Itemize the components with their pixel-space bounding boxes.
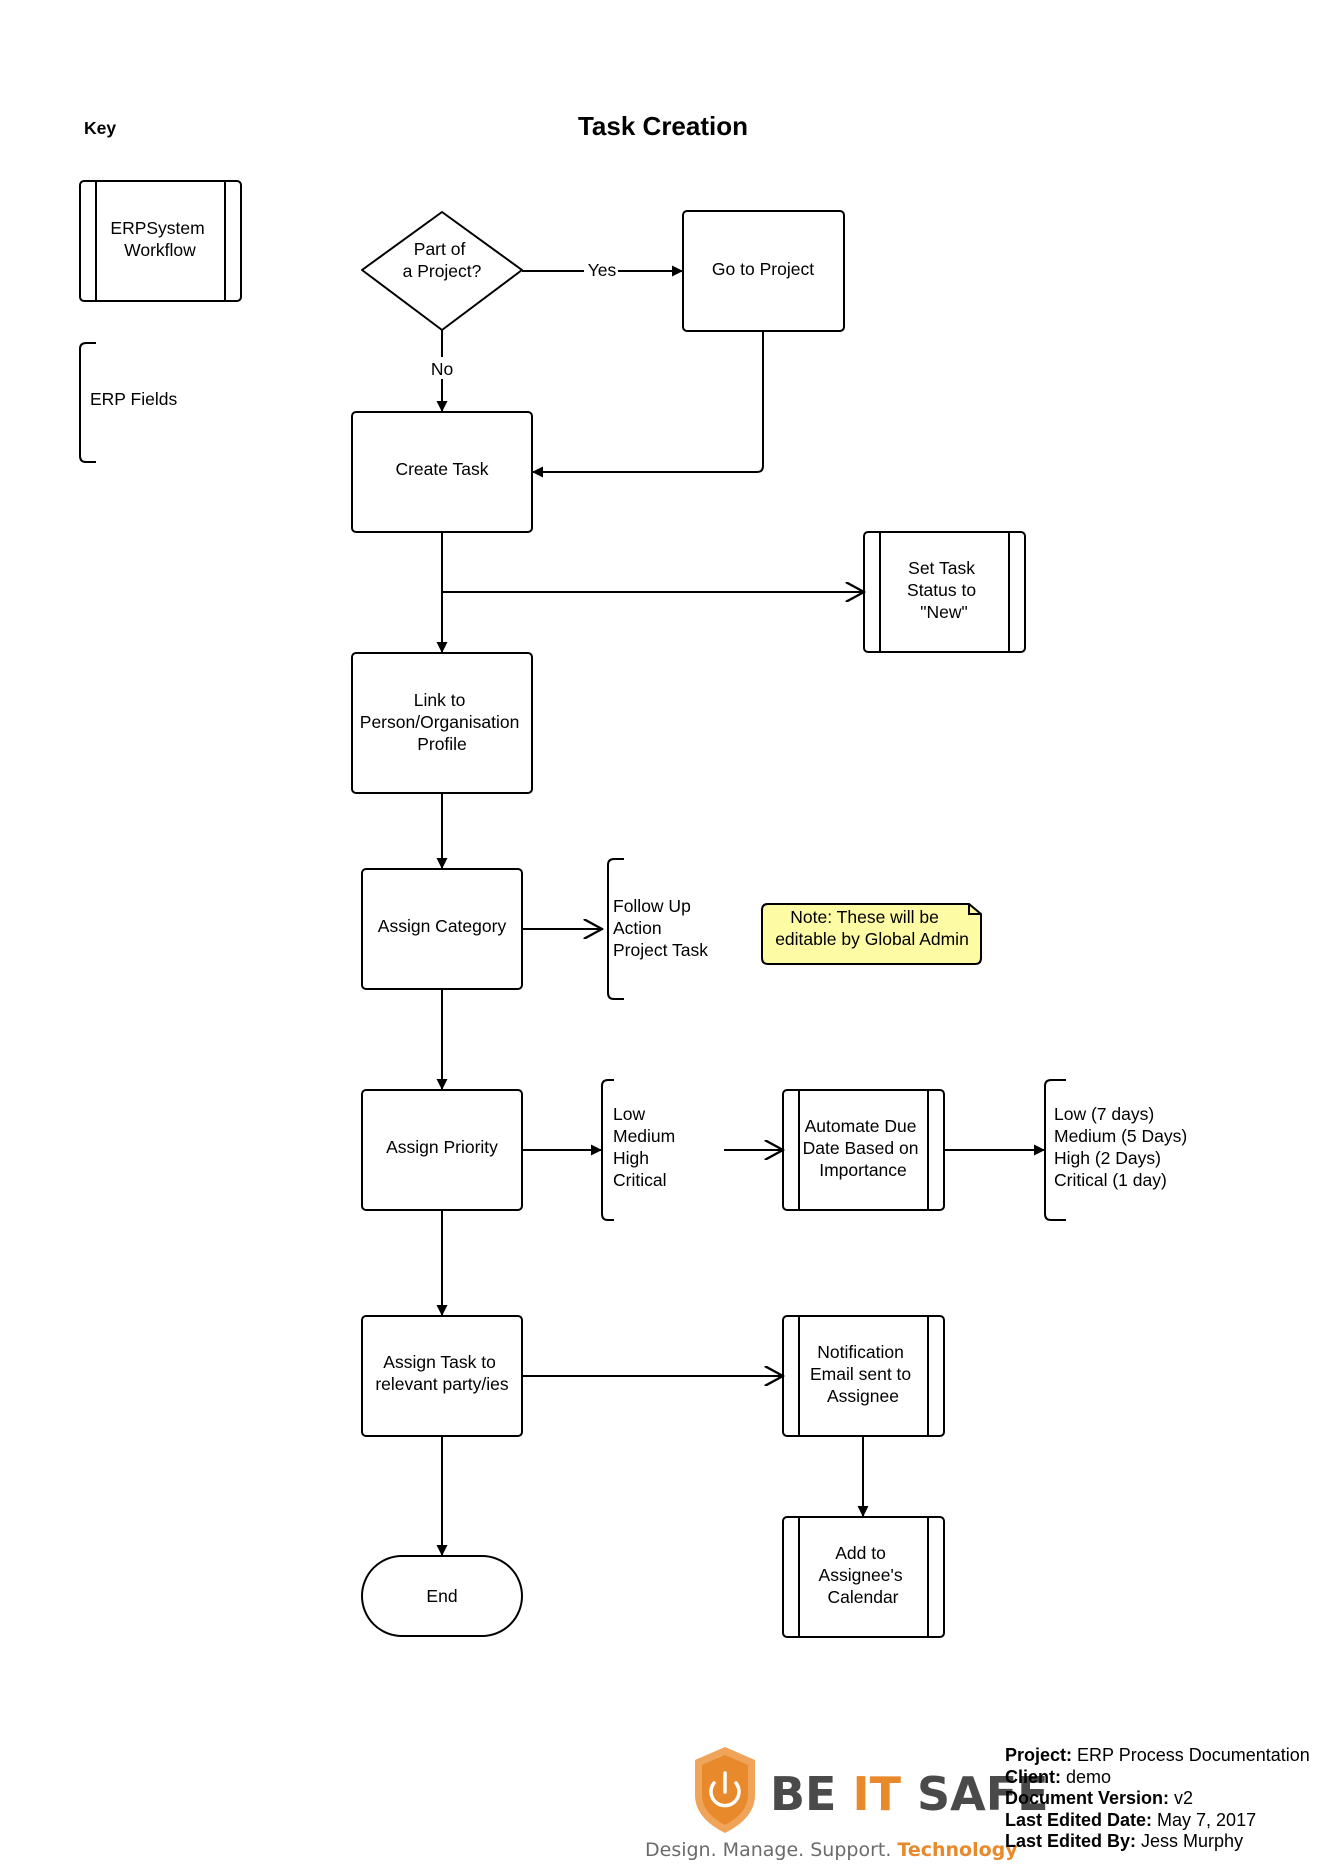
- svg-text:Automate Due Date Based: Automate Due Date Based on Importance: [803, 1116, 924, 1180]
- info-version: Document Version: v2: [1005, 1788, 1194, 1808]
- terminal-end: End: [361, 1555, 523, 1637]
- key-heading: Key: [84, 118, 116, 138]
- fields-priority: Low Medium High Critical: [601, 1079, 680, 1221]
- edge-no-label: No: [431, 359, 453, 379]
- svg-text:Assign Priority: Assign Priority: [386, 1137, 498, 1157]
- svg-text:Go to Project: Go to Project: [712, 259, 814, 279]
- edge-project-to-create: [532, 331, 764, 478]
- svg-text:Assign Category: Assign Category: [378, 916, 507, 936]
- company-logo: BE IT SAFE Design. Manage. Support. Tech…: [645, 1747, 1049, 1861]
- svg-text:Assign Task to relevant: Assign Task to relevant party/ies: [375, 1352, 509, 1394]
- key-fields-shape: ERP Fields: [79, 342, 177, 463]
- edge-yes-bg: [584, 258, 618, 280]
- info-project: Project: ERP Process Documentation: [1005, 1745, 1310, 1765]
- process-go-to-project: Go to Project: [682, 210, 845, 332]
- svg-text:Notification Email sent: Notification Email sent to Assignee: [810, 1342, 916, 1406]
- process-assign-priority: Assign Priority: [361, 1089, 523, 1211]
- svg-text:Create Task: Create Task: [395, 459, 488, 479]
- process-assign-category: Assign Category: [361, 868, 523, 990]
- workflow-notification-email: Notification Email sent to Assignee: [782, 1315, 945, 1437]
- svg-text:Follow Up Action P: Follow Up Action Project Task: [613, 896, 708, 960]
- svg-text:End: End: [426, 1586, 457, 1606]
- workflow-set-task-status: Set Task Status to "New": [863, 531, 1026, 653]
- svg-text:Link to Person/Organisat: Link to Person/Organisation Profile: [360, 690, 524, 754]
- process-assign-task: Assign Task to relevant party/ies: [361, 1315, 523, 1437]
- edge-no-bg: [428, 357, 456, 379]
- svg-text:Add to Assignee's: Add to Assignee's Calendar: [819, 1543, 908, 1607]
- svg-text:Low (7 days) Medium (5: Low (7 days) Medium (5 Days) High (2 Day…: [1054, 1104, 1192, 1190]
- workflow-add-to-calendar: Add to Assignee's Calendar: [782, 1516, 945, 1638]
- edge-yes-label: Yes: [588, 260, 617, 280]
- svg-text:Part of a Project?: Part of a Project?: [403, 239, 482, 281]
- info-date: Last Edited Date: May 7, 2017: [1005, 1809, 1257, 1830]
- process-create-task: Create Task: [351, 411, 533, 533]
- svg-text:Note: These will be edit: Note: These will be editable by Global A…: [775, 907, 969, 949]
- svg-text:Low Medium High: Low Medium High Critical: [613, 1104, 680, 1190]
- process-link-profile: Link to Person/Organisation Profile: [351, 652, 533, 794]
- svg-text:Set Task Status to: Set Task Status to "New": [907, 558, 981, 622]
- key-workflow-label: ERPSystem Workflow: [110, 218, 209, 260]
- info-client: Client: demo: [1005, 1766, 1112, 1787]
- fields-due-dates: Low (7 days) Medium (5 Days) High (2 Day…: [1044, 1079, 1192, 1221]
- decision-part-of-project: Part of a Project?: [361, 211, 523, 331]
- workflow-automate-due-date: Automate Due Date Based on Importance: [782, 1089, 945, 1211]
- logo-wordmark: BE IT SAFE: [770, 1767, 1049, 1821]
- document-info: Project: ERP Process Documentation Clien…: [1005, 1745, 1310, 1853]
- page-title: Task Creation: [578, 111, 748, 141]
- fields-category: Follow Up Action Project Task: [607, 858, 708, 1000]
- key-fields-label: ERP Fields: [90, 389, 177, 409]
- info-editor: Last Edited By: Jess Murphy: [1005, 1831, 1244, 1851]
- key-workflow-shape: ERPSystem Workflow: [79, 180, 242, 302]
- note-global-admin: Note: These will be editable by Global A…: [761, 903, 982, 965]
- shield-power-icon: [695, 1747, 755, 1833]
- logo-tagline: Design. Manage. Support. Technology: [645, 1839, 1018, 1861]
